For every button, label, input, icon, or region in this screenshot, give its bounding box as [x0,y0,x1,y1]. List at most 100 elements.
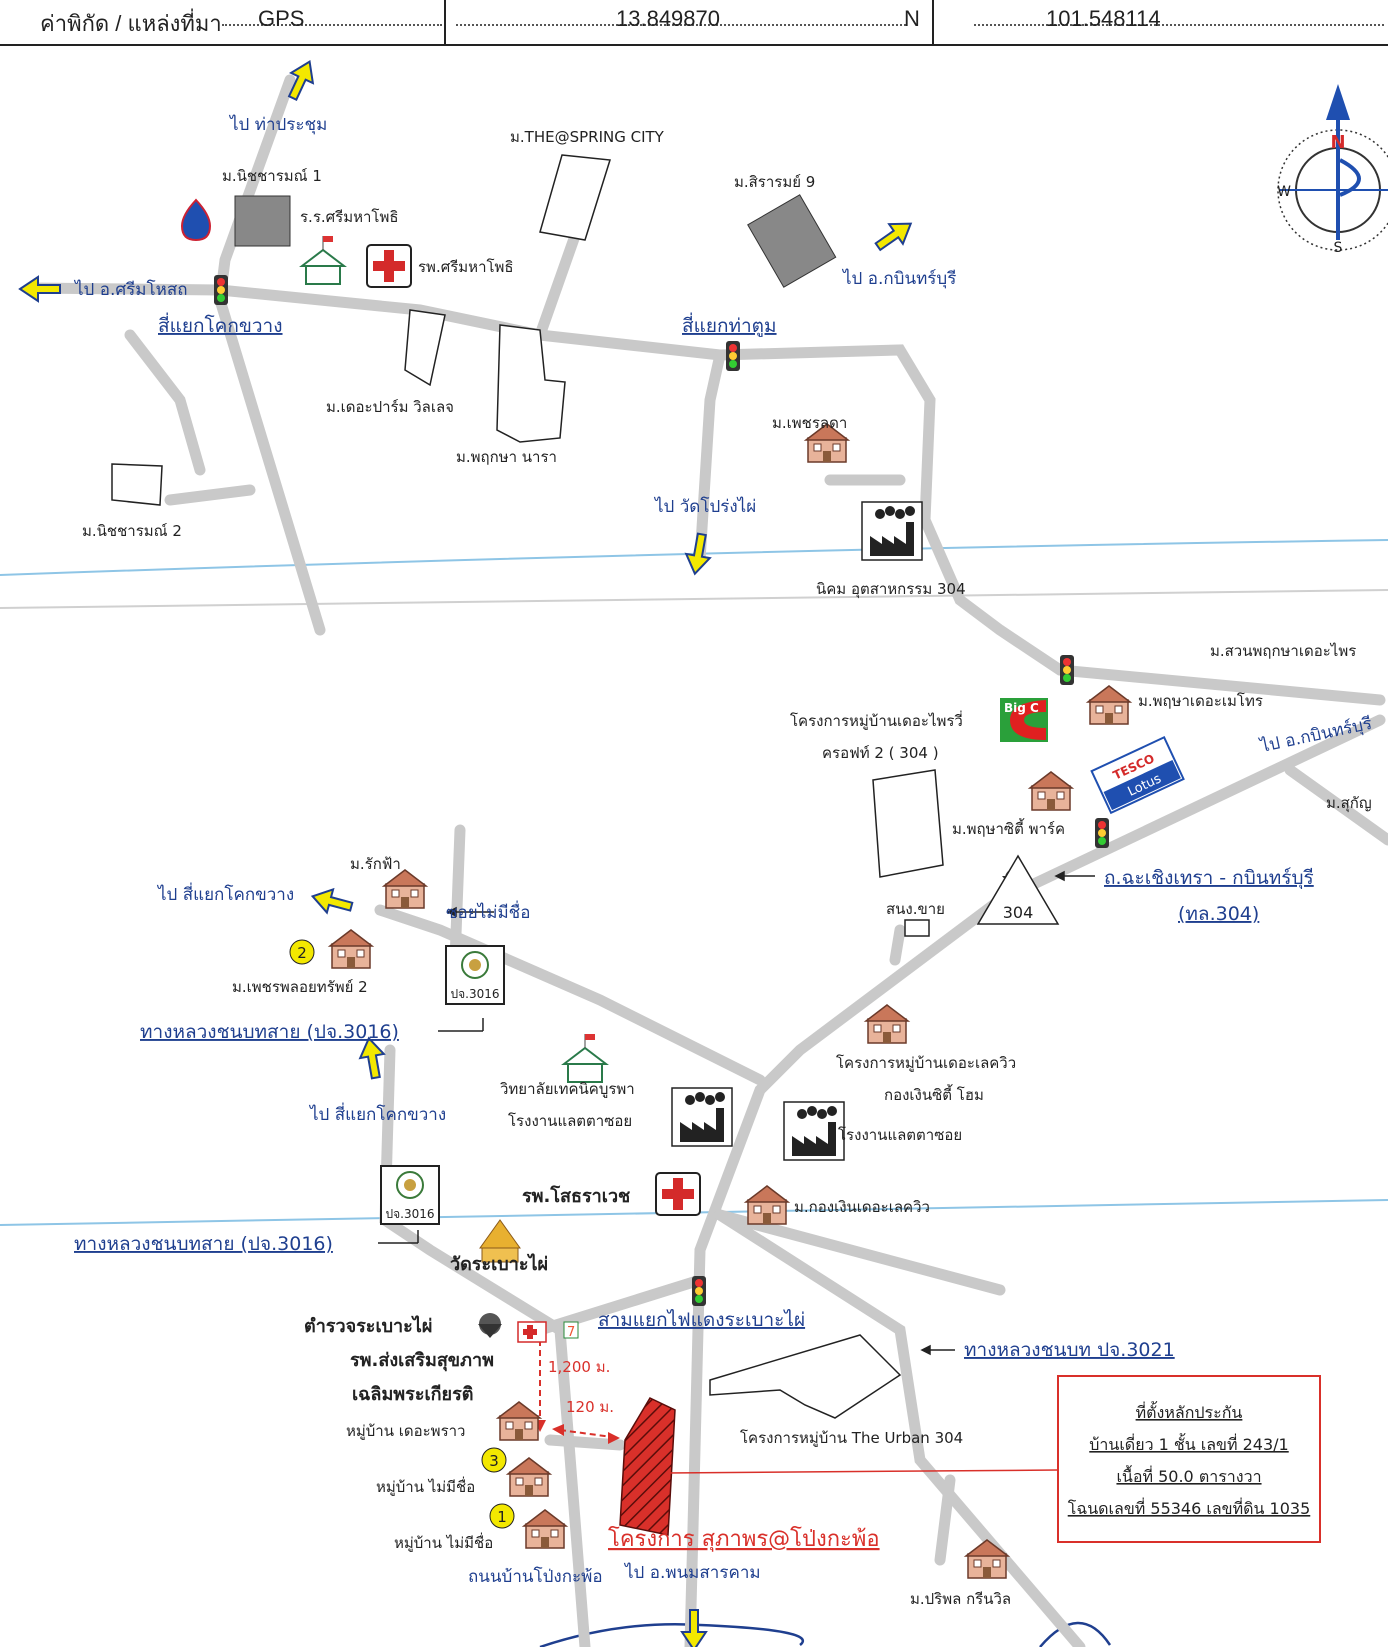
police-label: ตำรวจระเบาะไผ่ [304,1315,432,1337]
gas-station-icon [180,198,212,242]
rakfa-label: ม.รักฟ้า [350,855,401,873]
svg-text:1: 1 [497,1508,507,1526]
label-to-kabinburi: ไป อ.กบินทร์บุรี [841,268,956,289]
info-header: ค่าพิกัด / แหล่งที่มา GPS 13.849870 N 10… [0,0,1388,46]
pruksa-nara-label: ม.พฤกษา นารา [456,448,557,466]
traffic-light-icon [726,341,740,371]
tesco-lotus-logo: TESCO Lotus [1090,736,1185,815]
suan-pruksa-label: ม.สวนพฤกษาเดอะไพร [1210,642,1356,660]
pruksa-city-park-label: ม.พฤษาซิตี้ พาร์ค [952,818,1065,838]
spring-city-label: ม.THE@SPRING CITY [510,128,665,146]
hospital-icon [366,244,412,288]
pj3016-sign: ปจ.3016 [445,945,505,1005]
collateral-box [1057,1375,1321,1543]
sukan-label: ม.สุกัญ [1326,794,1372,813]
svg-text:Big C: Big C [1004,701,1039,715]
big-c-logo: Big C [1000,698,1048,742]
factory-icon [671,1087,733,1147]
label-to-wat-prongpai: ไป วัดโปร่งไผ่ [653,496,756,517]
svg-text:3: 3 [489,1452,499,1470]
label-to-kok-khwang-2: ไป สี่แยกโคกขวาง [308,1102,446,1125]
phetlada-label: ม.เพชรลดา [772,414,847,432]
sotharawet-hospital-label: รพ.โสธราเวช [522,1185,630,1207]
label-unnamed-soi: ซอยไม่มีชื่อ [446,900,530,923]
rabao-phai-junction-label: สามแยกไฟแดงระเบาะไผ่ [598,1309,805,1331]
eastern-tech-label: วิทยาลัยเทคนิคบูรพา [499,1080,634,1098]
house-icon [865,1004,909,1044]
route-304-label: (ทล.304) [1178,903,1259,925]
post-office-label: สนง.ขาย [886,900,945,918]
collateral-line-2: เนื้อที่ 50.0 ตารางวา [1116,1465,1261,1486]
tha-tum-junction-label: สี่แยกท่าตูม [682,312,777,337]
no-name-village-1-label: หมู่บ้าน ไม่มีชื่อ [394,1532,493,1552]
svg-text:2: 2 [297,944,307,962]
nitcharam-1-label: ม.นิชชารมณ์ 1 [222,167,322,185]
the-urban-304-label: โครงการหมู่บ้าน The Urban 304 [740,1429,963,1447]
srimahaphot-hospital-label: รพ.ศรีมหาโพธิ [418,258,514,276]
rural-road-3021-label: ทางหลวงชนบท ปจ.3021 [964,1339,1175,1361]
svg-text:ปจ.3016: ปจ.3016 [385,1207,434,1221]
svg-text:304: 304 [1003,903,1034,922]
lakeview-label: โครงการหมู่บ้านเดอะเลควิว [836,1054,1016,1072]
health-center-icon [517,1321,547,1343]
traffic-light-icon [1060,655,1074,685]
nitcharam-2-label: ม.นิชชารมณ์ 2 [82,522,182,540]
house-icon [965,1539,1009,1579]
traffic-light-icon [214,275,228,305]
theprao-village-label: หมู่บ้าน เดอะพราว [346,1422,465,1440]
the-palm-label: ม.เดอะปาร์ม วิลเลจ [326,398,454,416]
longitude-cell: 101.548114 [934,0,1388,44]
svg-text:W: W [1277,184,1291,200]
house-icon [523,1509,567,1549]
project-name-label: โครงการ สุภาพร@โป่งกะพ้อ [608,1526,880,1552]
latitude-value: 13.849870 [616,6,720,31]
svg-text:ปจ.3016: ปจ.3016 [450,987,499,1001]
label-pong-kapho-road: ถนนบ้านโป่งกะพ้อ [468,1566,603,1587]
house-icon [745,1185,789,1225]
marker-1: 1 [489,1503,515,1529]
compass-rose-icon: N S W [1277,84,1388,256]
factory-icon [861,501,923,561]
route-304-shield [976,854,1060,925]
no-name-village-3-label: หมู่บ้าน ไม่มีชื่อ [376,1476,475,1496]
house-icon [1087,685,1131,725]
phetphon-label: ม.เพชรพลอยทรัพย์ 2 [232,978,368,996]
direction-arrow-icon [870,212,919,258]
distance-120-label: 120 ม. [566,1398,614,1416]
pj3016-sign: ปจ.3016 [380,1165,440,1225]
latitude-suffix: N [904,6,920,31]
direction-arrow-icon [308,883,356,920]
traffic-light-icon [692,1276,706,1306]
rural-road-3016-label-2: ทางหลวงชนบทสาย (ปจ.3016) [74,1233,333,1255]
svg-text:7: 7 [567,1325,575,1340]
latitude-cell: 13.849870 N [446,0,934,44]
kongngoen-lakeview-label: ม.กองเงินเดอะเลควิว [794,1198,930,1216]
convenience-store-icon: 7 [563,1321,579,1340]
kok-khwang-junction-label: สี่แยกโคกขวาง [158,312,283,337]
health-promo-label-2: เฉลิมพระเกียรติ [352,1384,473,1405]
house-icon [383,869,427,909]
svg-text:S: S [1334,240,1343,256]
distance-1200-label: 1,200 ม. [548,1358,610,1376]
longitude-value: 101.548114 [1046,6,1161,31]
label-to-srimahosot: ไป อ.ศรีมโหสถ [73,279,188,300]
the-prairie-label: โครงการหมู่บ้านเดอะไพรวี่ [790,710,963,730]
factory-icon [783,1101,845,1161]
marker-2: 2 [289,939,315,965]
college-icon [563,1033,607,1083]
wat-rabao-phai-label: วัดระเบาะไผ่ [450,1253,548,1275]
marker-3: 3 [481,1447,507,1473]
label-to-thaprachum: ไป ท่าประชุม [228,114,327,135]
collateral-line-1: บ้านเดี่ยว 1 ชั้น เลขที่ 243/1 [1089,1433,1288,1454]
rural-road-3016-label: ทางหลวงชนบทสาย (ปจ.3016) [140,1021,399,1043]
project-parcel [619,1397,676,1536]
traffic-light-icon [1095,818,1109,848]
police-emblem-icon [478,1313,502,1338]
the-prairie-label-2: ครอฟท์ 2 ( 304 ) [822,744,939,762]
source-cell: ค่าพิกัด / แหล่งที่มา GPS [0,0,446,44]
location-map: ที่ตั้งหลักประกัน บ้านเดี่ยว 1 ชั้น เลขท… [0,55,1388,1647]
collateral-line-3: โฉนดเลขที่ 55346 เลขที่ดิน 1035 [1068,1497,1311,1518]
health-promo-label: รพ.ส่งเสริมสุขภาพ [350,1350,494,1372]
label-to-kok-khwang: ไป สี่แยกโคกขวาง [156,882,294,905]
school-icon [301,235,345,285]
